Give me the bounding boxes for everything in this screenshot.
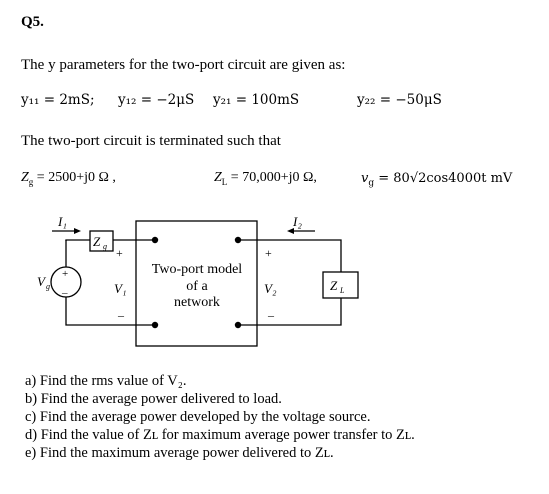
param-y22: y₂₂ = −50μS	[357, 92, 442, 108]
vg-value: = 80√2cos4000t mV	[374, 171, 513, 186]
zg-box-subscript: g	[103, 242, 107, 251]
voltage-source	[50, 266, 82, 298]
condition-zl: ZL = 70,000+j0 Ω,	[214, 170, 317, 187]
zl-value: = 70,000+j0 Ω,	[227, 170, 317, 185]
v2-minus: –	[267, 308, 275, 322]
v1-plus: +	[116, 246, 123, 260]
question-d: d) Find the value of Zʟ for maximum aver…	[25, 427, 415, 443]
terminal-bottom-left	[151, 321, 159, 329]
param-y12: y₁₂ = −2μS	[118, 92, 195, 108]
question-c: c) Find the average power developed by t…	[25, 409, 371, 425]
zl-box	[322, 271, 359, 299]
v2-label: V₂	[264, 281, 277, 296]
vg-symbol: v	[361, 171, 369, 186]
zl-symbol: Z	[214, 170, 222, 185]
v1-label: V₁	[114, 281, 126, 296]
v1-minus: –	[117, 308, 125, 322]
wire-bottom-right	[238, 298, 342, 326]
zg-value: = 2500+j0 Ω ,	[33, 170, 116, 185]
vg-label-subscript: g	[46, 282, 50, 291]
two-port-box	[135, 220, 258, 347]
v2-plus: +	[265, 246, 272, 260]
question-a: a) Find the rms value of V₂.	[25, 373, 187, 389]
zg-box-label: Z	[93, 234, 101, 249]
wire-top-left	[65, 239, 90, 241]
zg-box	[89, 230, 114, 252]
wire-left-vertical-bottom	[65, 297, 155, 326]
source-minus: –	[61, 287, 68, 299]
param-y21: y₂₁ = 100mS	[213, 92, 300, 108]
terminal-top-left	[151, 236, 159, 244]
model-line-1: Two-port model	[152, 262, 243, 277]
vg-label: V	[37, 274, 47, 289]
i2-arrowhead	[287, 228, 294, 234]
zl-subscript: L	[221, 176, 228, 187]
question-e: e) Find the maximum average power delive…	[25, 445, 334, 461]
zl-box-label: Z	[330, 278, 338, 293]
terminal-top-right	[234, 236, 242, 244]
i1-arrowhead	[74, 228, 81, 234]
question-b: b) Find the average power delivered to l…	[25, 391, 282, 407]
vg-subscript: g	[368, 178, 375, 189]
zg-symbol: Z	[21, 170, 29, 185]
condition-vg: vg = 80√2cos4000t mV	[361, 171, 512, 189]
termination-text: The two-port circuit is terminated such …	[21, 133, 281, 149]
intro-text: The y parameters for the two-port circui…	[21, 57, 346, 73]
condition-zg: Zg = 2500+j0 Ω ,	[21, 170, 116, 187]
source-plus: +	[62, 268, 68, 280]
param-y11: y₁₁ = 2mS;	[21, 92, 95, 108]
model-line-3: network	[174, 295, 220, 310]
terminal-bottom-right	[234, 321, 242, 329]
i2-label: I₂	[292, 214, 302, 229]
i1-label: I₁	[57, 214, 67, 229]
wire-top-right	[238, 239, 342, 272]
model-line-2: of a	[186, 279, 208, 294]
question-number: Q5.	[21, 14, 44, 30]
zg-subscript: g	[28, 176, 34, 187]
zl-box-subscript: L	[339, 286, 345, 295]
